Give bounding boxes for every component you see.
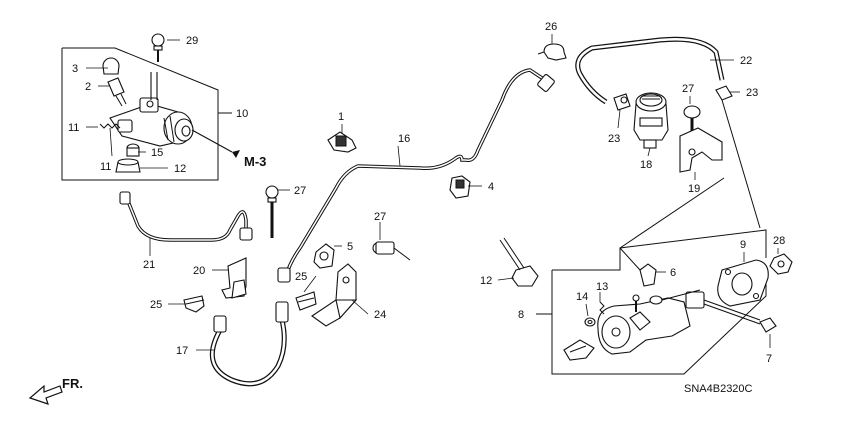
callout-1: 1 xyxy=(338,111,344,123)
callout-15: 15 xyxy=(151,147,163,159)
clamp-23-left xyxy=(613,93,631,111)
seal-15 xyxy=(126,143,140,157)
callout-7: 7 xyxy=(766,353,772,365)
clip-25-middle xyxy=(295,291,317,311)
callout-23a: 23 xyxy=(608,133,620,145)
callout-11b: 11 xyxy=(100,161,111,173)
stud-7 xyxy=(759,317,777,333)
bolt-29 xyxy=(150,33,165,100)
callout-13: 13 xyxy=(596,281,608,293)
callout-21: 21 xyxy=(143,259,155,271)
callout-3: 3 xyxy=(72,63,78,75)
slave-cylinder xyxy=(109,97,240,158)
callout-23b: 23 xyxy=(746,87,758,99)
bleeder-screw xyxy=(102,57,127,107)
leader-lines xyxy=(86,34,779,351)
callout-16: 16 xyxy=(398,133,410,145)
callout-28: 28 xyxy=(773,235,785,247)
callout-5: 5 xyxy=(347,241,353,253)
callout-9: 9 xyxy=(740,239,746,251)
pin-13 xyxy=(599,301,605,315)
callout-22: 22 xyxy=(740,55,752,67)
clip-5 xyxy=(313,243,335,269)
bolt-27-right xyxy=(683,105,701,134)
callout-27a: 27 xyxy=(294,185,306,197)
callout-11a: 11 xyxy=(68,122,79,134)
bracket-24 xyxy=(311,263,358,327)
bolt-27-middle xyxy=(372,241,411,261)
callout-10: 10 xyxy=(236,108,248,120)
callout-12b: 12 xyxy=(480,275,492,287)
callout-14: 14 xyxy=(576,291,588,303)
callout-6: 6 xyxy=(670,267,676,279)
callout-20: 20 xyxy=(193,265,205,277)
nut-12-right xyxy=(499,237,539,287)
callout-2: 2 xyxy=(85,81,91,93)
hose-17 xyxy=(209,301,289,387)
clip-6 xyxy=(639,263,657,287)
ref-label: M-3 xyxy=(244,154,266,169)
callout-4: 4 xyxy=(488,181,494,193)
bracket-19 xyxy=(679,127,723,173)
pin-11 xyxy=(99,123,121,129)
bracket-20 xyxy=(221,257,247,299)
clip-1 xyxy=(327,131,357,153)
callout-29: 29 xyxy=(186,35,198,47)
reservoir-feed-line xyxy=(619,99,761,271)
pedal-clip xyxy=(563,339,595,361)
clutch-pipe-16 xyxy=(277,68,555,283)
callout-17: 17 xyxy=(176,345,188,357)
master-cylinder xyxy=(597,289,761,355)
front-label: FR. xyxy=(62,376,83,391)
nut-12-left xyxy=(115,158,141,173)
diagram-code: SNA4B2320C xyxy=(684,383,753,395)
washer-14 xyxy=(584,317,596,327)
reservoir-hose-22 xyxy=(575,36,725,105)
clamp-23-right xyxy=(715,85,733,101)
reservoir-18 xyxy=(633,92,669,149)
gasket-9 xyxy=(717,259,769,307)
callout-labels: 29 3 2 10 11 11 15 12 M-3 21 27 20 25 17… xyxy=(68,21,785,365)
clip-4 xyxy=(449,175,471,199)
callout-8: 8 xyxy=(518,309,524,321)
callout-27b: 27 xyxy=(374,211,386,223)
callout-27c: 27 xyxy=(682,83,694,95)
callout-25a: 25 xyxy=(150,299,162,311)
callout-25b: 25 xyxy=(295,271,307,283)
clutch-line-21 xyxy=(119,191,253,242)
callout-12a: 12 xyxy=(174,163,186,175)
group-box-8 xyxy=(536,229,767,375)
front-arrow: FR. xyxy=(28,376,83,405)
clamp-26 xyxy=(537,43,567,61)
bolt-27-left xyxy=(265,185,279,238)
callout-18: 18 xyxy=(640,159,652,171)
clip-25-left xyxy=(183,295,205,313)
callout-19: 19 xyxy=(688,183,700,195)
callout-24: 24 xyxy=(374,309,386,321)
nut-28 xyxy=(769,253,793,275)
callout-26: 26 xyxy=(545,21,557,33)
group-box-10 xyxy=(61,47,232,181)
